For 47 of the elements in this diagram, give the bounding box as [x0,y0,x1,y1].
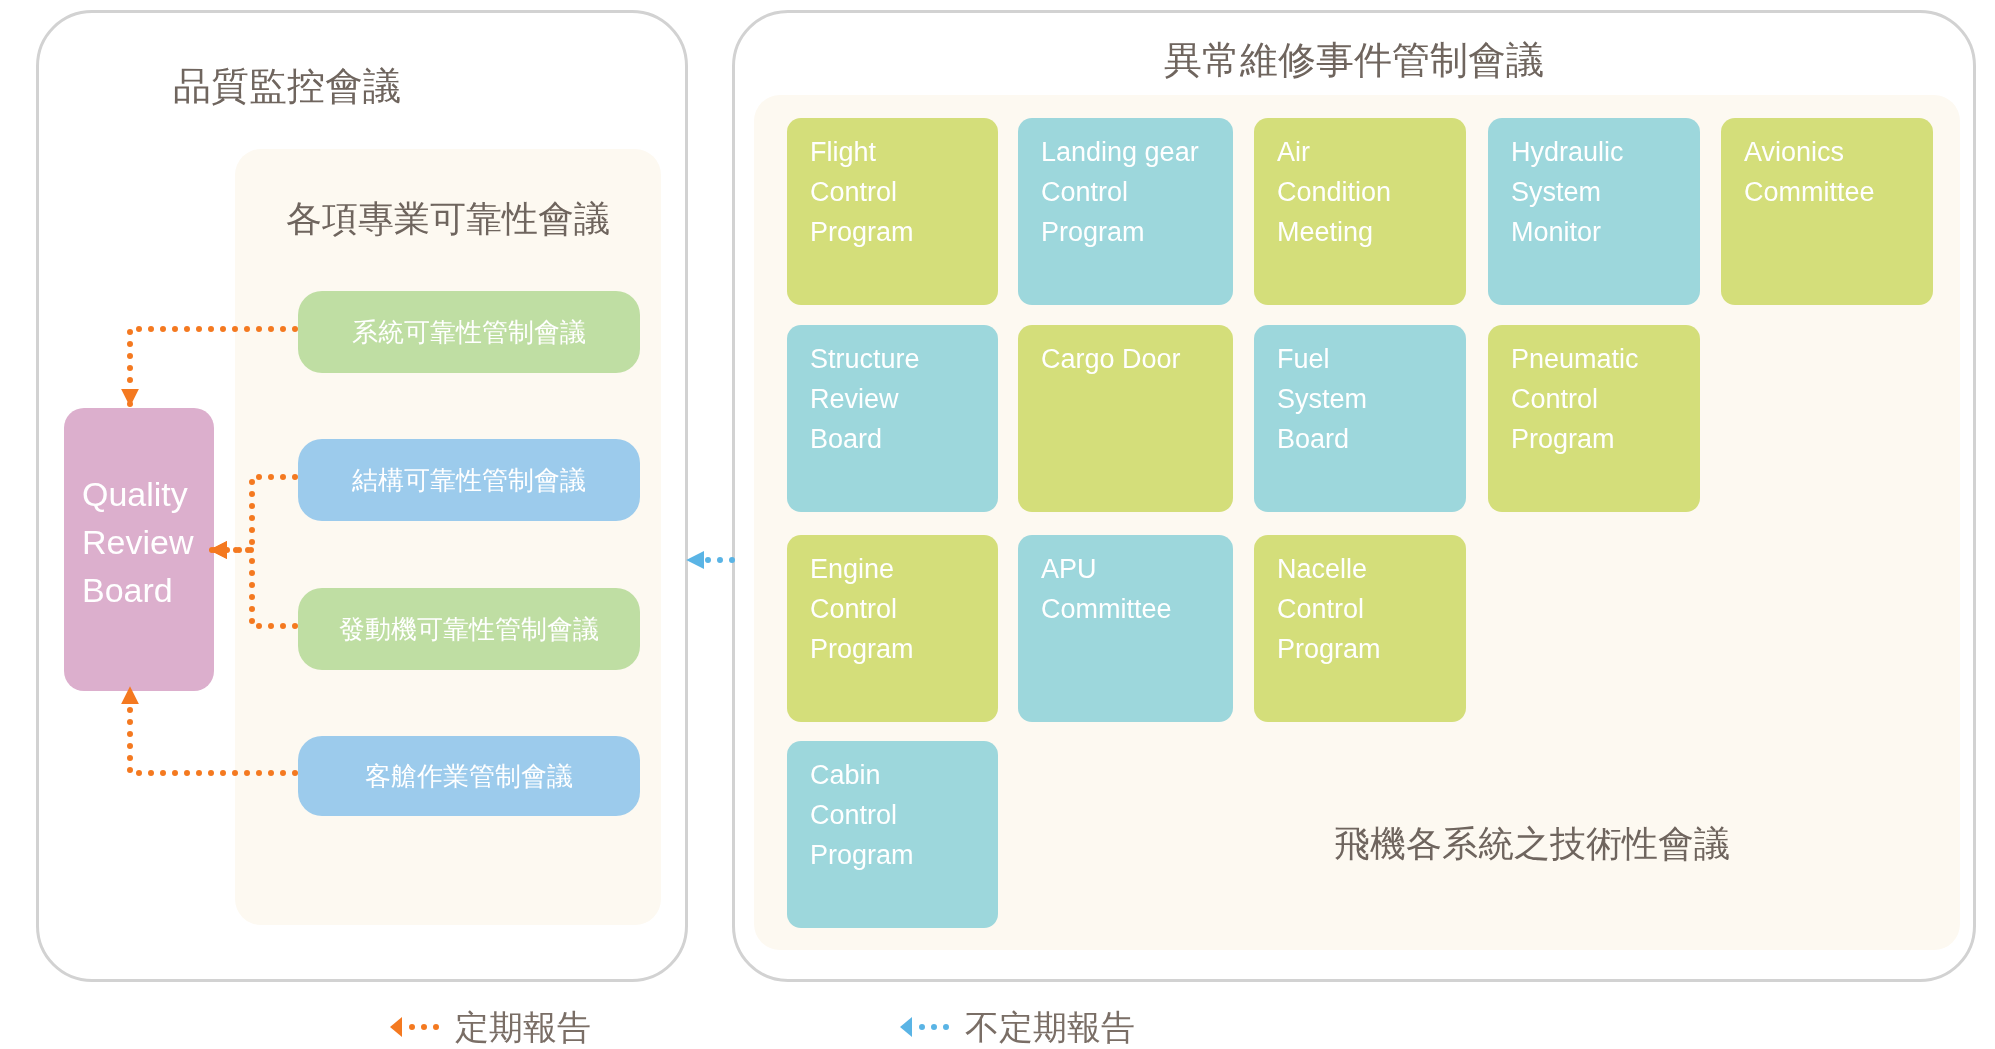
meeting-box [298,291,640,373]
group-title: 各項專業可靠性會議 [285,197,611,241]
committee-label: APU Committee [1041,553,1173,626]
meeting-box [298,439,640,521]
group-title: 飛機各系統之技術性會議 [1334,822,1730,866]
panel-title: 品質監控會議 [172,64,402,109]
panel [36,10,688,982]
committee-tile [1018,325,1233,512]
board-box [64,408,214,691]
committee-tile [1721,118,1933,305]
report-arrow [121,685,298,776]
committee-label: Cabin Control Program [810,759,915,872]
committee-tile [1254,535,1466,722]
group-band [235,149,661,925]
committee-tile [1018,535,1233,722]
committee-tile [787,118,998,305]
committee-label: Hydraulic System Monitor [1511,136,1625,249]
committee-label: Cargo Door [1041,343,1181,376]
meeting-label: 發動機可靠性管制會議 [339,612,599,646]
report-arrow [685,551,735,569]
committee-tile [787,325,998,512]
committee-tile [1488,325,1700,512]
meeting-label: 客艙作業管制會議 [365,759,573,793]
report-arrow [121,326,298,408]
meeting-label: 結構可靠性管制會議 [352,463,586,497]
committee-tile [1018,118,1233,305]
committee-tile [787,535,998,722]
committee-tile [1254,325,1466,512]
committee-label: Air Condition Meeting [1277,136,1393,249]
meeting-box [298,736,640,816]
committee-tile [1488,118,1700,305]
committee-label: Pneumatic Control Program [1511,343,1640,456]
committee-label: Flight Control Program [810,136,915,249]
committee-label: Fuel System Board [1277,343,1369,456]
committee-tile [1254,118,1466,305]
legend-label: 不定期報告 [965,1006,1135,1049]
committee-label: Engine Control Program [810,553,915,666]
committee-tile [787,741,998,928]
meeting-label: 系統可靠性管制會議 [352,315,586,349]
board-label: Quality Review Board [82,474,195,611]
committee-label: Avionics Committee [1744,136,1876,209]
meeting-box [298,588,640,670]
committee-label: Nacelle Control Program [1277,553,1382,666]
panel-title: 異常維修事件管制會議 [1163,38,1545,83]
legend-label: 定期報告 [455,1006,591,1049]
committee-label: Structure Review Board [810,343,921,456]
committee-label: Landing gear Control Program [1041,136,1200,249]
